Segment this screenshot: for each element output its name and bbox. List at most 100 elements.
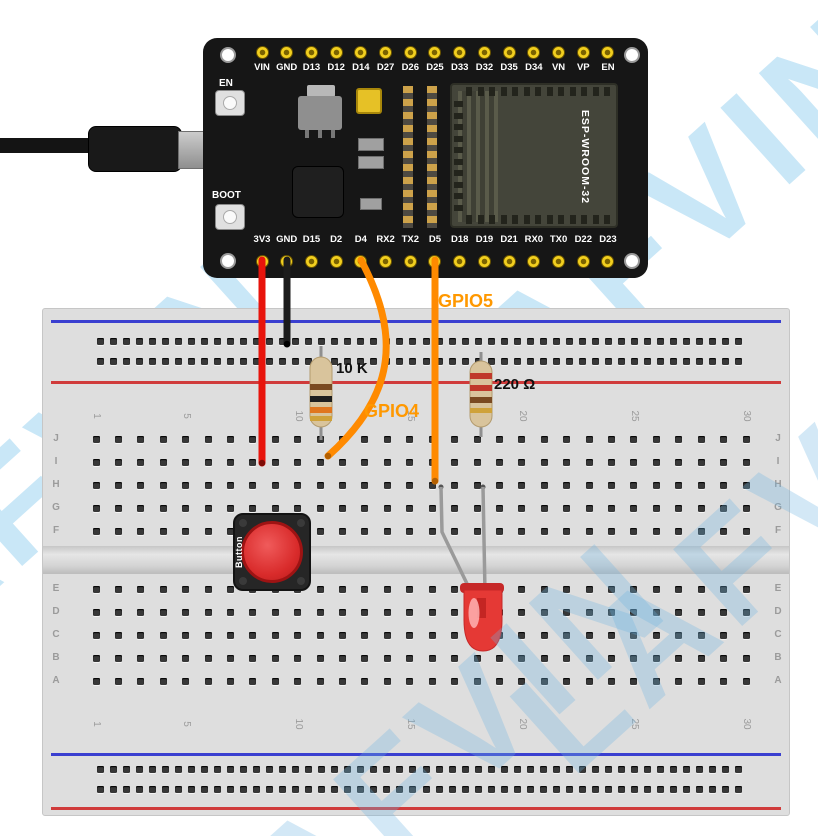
- gpio4-label: GPIO4: [364, 401, 420, 421]
- breadboard-hole: [239, 785, 247, 793]
- breadboard-hole: [683, 357, 691, 365]
- breadboard-hole: [339, 654, 347, 662]
- breadboard-hole: [252, 337, 260, 345]
- module-pad: [546, 87, 553, 96]
- breadboard-hole: [292, 337, 300, 345]
- breadboard-hole: [495, 527, 503, 535]
- breadboard-hole: [383, 631, 391, 639]
- breadboard-hole: [249, 654, 257, 662]
- row-letter-D: D: [774, 606, 782, 617]
- breadboard-hole: [200, 357, 208, 365]
- row-letter-C: C: [52, 629, 60, 640]
- breadboard-hole: [720, 654, 728, 662]
- smd-component: [358, 156, 384, 169]
- breadboard-hole: [92, 608, 100, 616]
- breadboard-hole: [422, 337, 430, 345]
- breadboard-hole: [249, 608, 257, 616]
- breadboard-hole: [406, 631, 414, 639]
- power-rail-red-line-top: [51, 381, 781, 384]
- antenna-pattern: [458, 91, 498, 222]
- breadboard-hole: [406, 654, 414, 662]
- breadboard-hole: [383, 481, 391, 489]
- breadboard-hole: [370, 785, 378, 793]
- breadboard-hole: [114, 654, 122, 662]
- breadboard-hole: [92, 677, 100, 685]
- breadboard-hole: [518, 481, 526, 489]
- module-pad: [592, 87, 599, 96]
- breadboard-hole: [344, 337, 352, 345]
- breadboard-hole: [604, 765, 612, 773]
- breadboard-hole: [161, 337, 169, 345]
- pin-top-D14: [354, 46, 368, 59]
- breadboard-hole: [657, 785, 665, 793]
- pin-label-top-D32: D32: [475, 62, 494, 73]
- breadboard-hole: [473, 527, 481, 535]
- breadboard-hole: [652, 527, 660, 535]
- breadboard-hole: [473, 481, 481, 489]
- resistor-220-label: 220 Ω: [494, 376, 536, 393]
- breadboard-hole: [383, 458, 391, 466]
- breadboard-hole: [585, 585, 593, 593]
- breadboard-hole: [630, 677, 638, 685]
- breadboard-hole: [109, 785, 117, 793]
- pin-top-VIN: [255, 46, 269, 59]
- breadboard-hole: [406, 458, 414, 466]
- module-pad: [477, 87, 484, 96]
- module-pad: [466, 87, 472, 96]
- breadboard-hole: [114, 504, 122, 512]
- breadboard-hole: [357, 337, 365, 345]
- column-number-20: 20: [516, 410, 528, 422]
- boot-button: [215, 204, 245, 230]
- module-pad: [454, 193, 463, 199]
- pin-bottom-RX2: [379, 255, 393, 268]
- breadboard-hole: [652, 435, 660, 443]
- button-corner: [297, 577, 305, 585]
- breadboard-hole: [370, 765, 378, 773]
- pin-label-top-EN: EN: [601, 62, 615, 73]
- gpio5-label: GPIO5: [438, 291, 494, 311]
- breadboard-hole: [344, 765, 352, 773]
- breadboard-hole: [252, 765, 260, 773]
- breadboard-hole: [585, 608, 593, 616]
- breadboard-hole: [249, 631, 257, 639]
- breadboard-hole: [720, 677, 728, 685]
- breadboard-hole: [383, 504, 391, 512]
- breadboard-hole: [657, 337, 665, 345]
- breadboard-hole: [159, 458, 167, 466]
- breadboard-hole: [513, 337, 521, 345]
- breadboard-hole: [316, 631, 324, 639]
- breadboard-hole: [114, 677, 122, 685]
- pin-top-D13: [304, 46, 318, 59]
- power-rail-blue-line-bottom: [51, 753, 781, 756]
- breadboard-hole: [339, 631, 347, 639]
- pin-label-bottom-D23: D23: [599, 234, 617, 245]
- breadboard-hole: [518, 677, 526, 685]
- breadboard-hole: [742, 435, 750, 443]
- breadboard-hole: [159, 527, 167, 535]
- breadboard-hole: [226, 608, 234, 616]
- breadboard-hole: [182, 504, 190, 512]
- column-number-30: 30: [741, 718, 752, 730]
- module-pad: [454, 101, 463, 107]
- pin-top-D32: [477, 46, 491, 59]
- resistor-10k-label: 10 K: [336, 360, 368, 377]
- breadboard-hole: [339, 458, 347, 466]
- pin-top-D34: [527, 46, 541, 59]
- breadboard-hole: [239, 357, 247, 365]
- breadboard-hole: [159, 631, 167, 639]
- breadboard-hole: [473, 435, 481, 443]
- breadboard-hole: [742, 677, 750, 685]
- breadboard-hole: [271, 435, 279, 443]
- pin-bottom-D19: [477, 255, 491, 268]
- breadboard-hole: [474, 357, 482, 365]
- breadboard-hole: [271, 481, 279, 489]
- breadboard-hole: [451, 504, 459, 512]
- breadboard-hole: [451, 458, 459, 466]
- power-rail-blue-line-top: [51, 320, 781, 323]
- breadboard-hole: [316, 654, 324, 662]
- en-button: [215, 90, 245, 116]
- breadboard-hole: [109, 765, 117, 773]
- breadboard-hole: [630, 631, 638, 639]
- breadboard-hole: [406, 608, 414, 616]
- breadboard-hole: [552, 337, 560, 345]
